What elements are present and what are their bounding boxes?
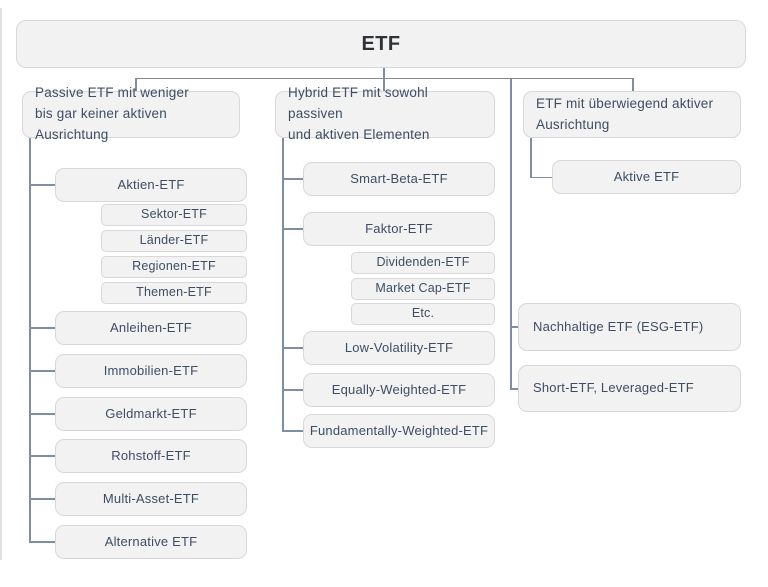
connector-drop-branch-hybrid xyxy=(383,78,385,91)
stub-rohstoff-etf xyxy=(29,455,55,457)
stub-aktien-etf xyxy=(29,184,55,186)
branch-header-hybrid: Hybrid ETF mit sowohl passiven und aktiv… xyxy=(275,85,495,142)
connector-long-drop xyxy=(510,78,512,389)
stub-smart-beta-etf xyxy=(282,178,303,180)
branch-header-active: ETF mit überwiegend aktiver Ausrichtung xyxy=(523,91,741,138)
node-laender-etf: Länder-ETF xyxy=(101,230,247,252)
node-equally-weighted-etf: Equally-Weighted-ETF xyxy=(303,373,495,407)
stub-equally-weighted-etf xyxy=(282,389,303,391)
node-low-volatility-etf: Low-Volatility-ETF xyxy=(303,331,495,365)
page-edge-strip xyxy=(0,8,2,560)
stub-low-volatility-etf xyxy=(282,347,303,349)
stub-nachhaltige-etf xyxy=(510,326,519,328)
branch-header-active-line1: ETF mit überwiegend aktiver xyxy=(536,95,714,111)
node-themen-etf: Themen-ETF xyxy=(101,282,247,304)
branch-header-hybrid-line2: und aktiven Elementen xyxy=(288,126,430,142)
stub-fundamentally-weighted-etf xyxy=(282,430,303,432)
node-rohstoff-etf: Rohstoff-ETF xyxy=(55,439,247,473)
node-faktor-etf: Faktor-ETF xyxy=(303,212,495,246)
stub-aktive-etf xyxy=(530,176,552,178)
stub-multi-asset-etf xyxy=(29,498,55,500)
node-dividenden-etf: Dividenden-ETF xyxy=(351,252,495,274)
connector-drop-branch-passive xyxy=(135,78,137,91)
stub-faktor-etf xyxy=(282,228,303,230)
connector-spine-passive xyxy=(29,138,31,542)
connector-spine-hybrid xyxy=(282,138,284,432)
connector-drop-branch-active xyxy=(632,78,634,91)
node-regionen-etf: Regionen-ETF xyxy=(101,256,247,278)
node-anleihen-etf: Anleihen-ETF xyxy=(55,311,247,345)
stub-geldmarkt-etf xyxy=(29,413,55,415)
connector-root-drop xyxy=(383,68,385,78)
node-etc: Etc. xyxy=(351,303,495,325)
node-alternative-etf: Alternative ETF xyxy=(55,525,247,559)
node-aktien-etf: Aktien-ETF xyxy=(55,168,247,202)
node-etf-root: ETF xyxy=(16,20,746,68)
stub-immobilien-etf xyxy=(29,370,55,372)
node-smart-beta-etf: Smart-Beta-ETF xyxy=(303,162,495,196)
branch-header-passive-line2: bis gar keiner aktiven Ausrichtung xyxy=(35,106,167,142)
node-sektor-etf: Sektor-ETF xyxy=(101,204,247,226)
node-immobilien-etf: Immobilien-ETF xyxy=(55,354,247,388)
node-market-cap-etf: Market Cap-ETF xyxy=(351,278,495,300)
node-geldmarkt-etf: Geldmarkt-ETF xyxy=(55,397,247,431)
branch-header-hybrid-line1: Hybrid ETF mit sowohl passiven xyxy=(288,85,428,122)
stub-short-leveraged-etf xyxy=(510,388,519,390)
branch-header-active-line2: Ausrichtung xyxy=(536,116,610,132)
stub-alternative-etf xyxy=(29,541,55,543)
node-nachhaltige-etf: Nachhaltige ETF (ESG-ETF) xyxy=(518,303,741,351)
branch-header-passive-line1: Passive ETF mit weniger xyxy=(35,85,189,101)
stub-anleihen-etf xyxy=(29,327,55,329)
node-multi-asset-etf: Multi-Asset-ETF xyxy=(55,482,247,516)
node-short-leveraged-etf: Short-ETF, Leveraged-ETF xyxy=(518,365,741,412)
node-aktive-etf: Aktive ETF xyxy=(552,160,741,194)
connector-spine-active xyxy=(530,138,532,178)
branch-header-passive: Passive ETF mit weniger bis gar keiner a… xyxy=(22,85,240,142)
node-fundamentally-weighted-etf: Fundamentally-Weighted-ETF xyxy=(303,414,495,448)
